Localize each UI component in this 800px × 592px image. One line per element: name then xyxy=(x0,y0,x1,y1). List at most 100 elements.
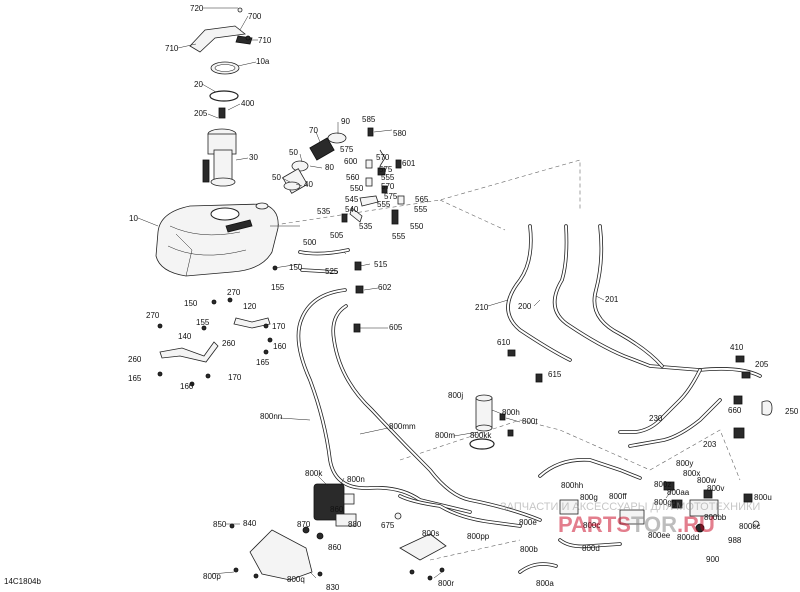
callout-860: 860 xyxy=(328,543,342,552)
callout-800j: 800j xyxy=(448,391,463,400)
callout-525: 525 xyxy=(325,267,339,276)
callout-505: 505 xyxy=(330,231,344,240)
callout-10a: 10a xyxy=(256,57,270,66)
callout-660: 660 xyxy=(728,406,742,415)
callout-205: 205 xyxy=(755,360,769,369)
callout-555: 555 xyxy=(381,173,395,182)
callout-610: 610 xyxy=(497,338,511,347)
callout-260: 260 xyxy=(222,339,236,348)
callout-800gg: 800gg xyxy=(654,498,676,507)
callout-800pp: 800pp xyxy=(467,532,490,541)
callout-830: 830 xyxy=(326,583,340,592)
callout-260: 260 xyxy=(128,355,142,364)
callout-800c: 800c xyxy=(583,521,600,530)
main-fuel-lines xyxy=(296,288,542,528)
callout-575: 575 xyxy=(340,145,354,154)
watermark-brand-parts: PARTS xyxy=(558,512,631,537)
callout-710: 710 xyxy=(165,44,179,53)
callout-800z: 800z xyxy=(654,480,671,489)
callout-570: 570 xyxy=(376,153,390,162)
callout-700: 700 xyxy=(248,12,262,21)
callout-165: 165 xyxy=(128,374,142,383)
callout-50: 50 xyxy=(272,173,281,182)
callout-800a: 800a xyxy=(536,579,554,588)
callout-565: 565 xyxy=(415,195,429,204)
callout-170: 170 xyxy=(228,373,242,382)
callout-201: 201 xyxy=(605,295,619,304)
callout-550: 550 xyxy=(410,222,424,231)
callout-800u: 800u xyxy=(754,493,772,502)
callout-270: 270 xyxy=(227,288,241,297)
callout-900: 900 xyxy=(706,555,720,564)
vent-fittings xyxy=(341,127,405,225)
callout-560: 560 xyxy=(346,173,360,182)
callout-800h: 800h xyxy=(502,408,520,417)
callout-400: 400 xyxy=(241,99,255,108)
watermark-brand: PARTSTOR.RU xyxy=(558,512,715,537)
callout-160: 160 xyxy=(180,382,194,391)
callout-250: 250 xyxy=(785,407,799,416)
callout-800r: 800r xyxy=(438,579,454,588)
callout-800t: 800t xyxy=(522,417,538,426)
callout-710: 710 xyxy=(258,36,272,45)
fuel-filter xyxy=(469,394,514,450)
lock-ring xyxy=(210,61,240,75)
line-clip-bracket xyxy=(394,512,447,581)
callout-675: 675 xyxy=(381,521,395,530)
callout-203: 203 xyxy=(703,440,717,449)
callout-860: 860 xyxy=(330,505,344,514)
callout-150: 150 xyxy=(184,299,198,308)
callout-410: 410 xyxy=(730,343,744,352)
callout-800ff: 800ff xyxy=(609,492,627,501)
callout-30: 30 xyxy=(249,153,258,162)
callout-535: 535 xyxy=(359,222,373,231)
callout-800dd: 800dd xyxy=(677,533,699,542)
callout-140: 140 xyxy=(178,332,192,341)
callout-880: 880 xyxy=(348,520,362,529)
filler-neck-assembly xyxy=(282,132,347,194)
callout-850: 850 xyxy=(213,520,227,529)
callout-840: 840 xyxy=(243,519,257,528)
fuel-rail-group xyxy=(518,458,760,574)
callout-800aa: 800aa xyxy=(667,488,690,497)
callout-600: 600 xyxy=(344,157,358,166)
callout-labels: 720 700 710 710 10a 20 400 205 30 10 90 … xyxy=(128,4,799,592)
callout-515: 515 xyxy=(374,260,388,269)
callout-800s: 800s xyxy=(422,529,439,538)
callout-10: 10 xyxy=(129,214,138,223)
callout-550: 550 xyxy=(350,184,364,193)
callout-870: 870 xyxy=(297,520,311,529)
electronic-fuel-pump xyxy=(302,483,357,540)
callout-800q: 800q xyxy=(287,575,305,584)
callout-90: 90 xyxy=(341,117,350,126)
callout-602: 602 xyxy=(378,283,392,292)
callout-800d: 800d xyxy=(582,544,600,553)
callout-585: 585 xyxy=(362,115,376,124)
figure-code: 14C1804b xyxy=(4,577,41,586)
callout-555: 555 xyxy=(414,205,428,214)
callout-535: 535 xyxy=(317,207,331,216)
callout-40: 40 xyxy=(304,180,313,189)
fuel-pump-module xyxy=(202,107,237,187)
callout-160: 160 xyxy=(273,342,287,351)
callout-545: 545 xyxy=(345,195,359,204)
tank-strap-bracket xyxy=(189,7,253,53)
watermark: ЗАПЧАСТИ И АКСЕССУАРЫ ДЛЯ МОТОТЕХНИКИ PA… xyxy=(500,501,760,537)
callout-555: 555 xyxy=(392,232,406,241)
callout-720: 720 xyxy=(190,4,204,13)
callout-70: 70 xyxy=(309,126,318,135)
watermark-tagline: ЗАПЧАСТИ И АКСЕССУАРЫ ДЛЯ МОТОТЕХНИКИ xyxy=(500,501,760,513)
callout-800cc: 800cc xyxy=(739,522,760,531)
callout-800g: 800g xyxy=(580,493,598,502)
callout-800kk: 800kk xyxy=(470,431,492,440)
callout-601: 601 xyxy=(402,159,416,168)
pump-gasket xyxy=(209,90,239,102)
callout-200: 200 xyxy=(518,302,532,311)
callout-540: 540 xyxy=(345,205,359,214)
callout-170: 170 xyxy=(272,322,286,331)
callout-800n: 800n xyxy=(347,475,365,484)
callout-205: 205 xyxy=(194,109,208,118)
callout-155: 155 xyxy=(271,283,285,292)
callout-988: 988 xyxy=(728,536,742,545)
